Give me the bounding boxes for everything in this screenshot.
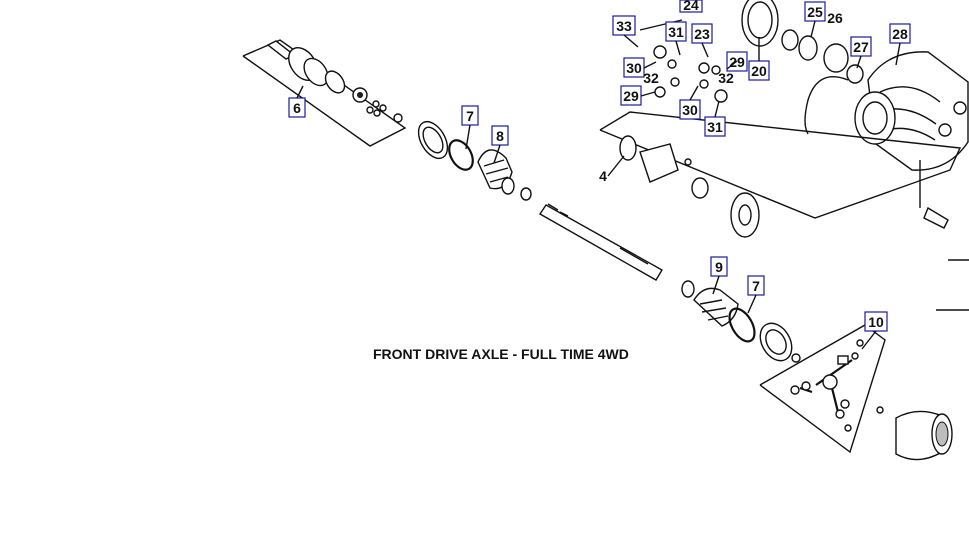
callout-33: 33 xyxy=(612,15,636,36)
tripod-group xyxy=(759,309,969,461)
callout-28: 28 xyxy=(889,23,911,44)
callout-31-top: 31 xyxy=(665,21,687,42)
callout-28-label: 28 xyxy=(892,26,908,42)
callout-6-label: 6 xyxy=(293,100,301,116)
ref-number-32-left: 32 xyxy=(643,70,659,86)
callout-7-lower-label: 7 xyxy=(752,278,760,294)
outer-cv-joint-group xyxy=(242,39,407,147)
callout-8-label: 8 xyxy=(496,128,504,144)
callout-31-top-label: 31 xyxy=(668,24,684,40)
ref-number-32-right: 32 xyxy=(718,70,734,86)
callout-7-lower: 7 xyxy=(747,275,765,296)
callout-30-mid-label: 30 xyxy=(682,102,698,118)
callout-10-label: 10 xyxy=(868,314,884,330)
diagram-title: FRONT DRIVE AXLE - FULL TIME 4WD xyxy=(373,346,629,362)
callout-31-bottom: 31 xyxy=(704,116,726,137)
leader-lines xyxy=(296,20,901,350)
callout-23: 23 xyxy=(691,23,713,44)
callout-27: 27 xyxy=(850,36,872,57)
callout-7-upper-label: 7 xyxy=(466,108,474,124)
callout-29-left: 29 xyxy=(620,85,642,106)
ref-number-4: 4 xyxy=(599,168,607,184)
callout-29-left-label: 29 xyxy=(623,88,639,104)
ref-number-26: 26 xyxy=(827,10,843,26)
differential-group xyxy=(599,0,969,261)
callout-33-label: 33 xyxy=(616,18,632,34)
callout-7-upper: 7 xyxy=(461,105,479,126)
callout-9-label: 9 xyxy=(715,259,723,275)
callout-31-bottom-label: 31 xyxy=(707,119,723,135)
callout-20: 20 xyxy=(748,60,770,81)
callout-8: 8 xyxy=(491,125,509,146)
callout-25-label: 25 xyxy=(807,4,823,20)
callout-20-label: 20 xyxy=(751,63,767,79)
callout-6: 6 xyxy=(288,97,306,118)
callout-10: 10 xyxy=(864,311,888,332)
callout-30-left: 30 xyxy=(623,57,645,78)
inner-boot-group xyxy=(693,287,801,363)
callout-24-label: 24 xyxy=(683,0,699,13)
callout-9: 9 xyxy=(710,256,728,277)
callout-27-label: 27 xyxy=(853,39,869,55)
callout-30-mid: 30 xyxy=(679,99,701,120)
callout-29-top-label: 29 xyxy=(729,54,745,70)
half-shaft-assembly xyxy=(417,120,695,298)
callout-23-label: 23 xyxy=(694,26,710,42)
callout-25: 25 xyxy=(804,1,826,22)
callout-24: 24 xyxy=(679,0,703,13)
callout-30-left-label: 30 xyxy=(626,60,642,76)
